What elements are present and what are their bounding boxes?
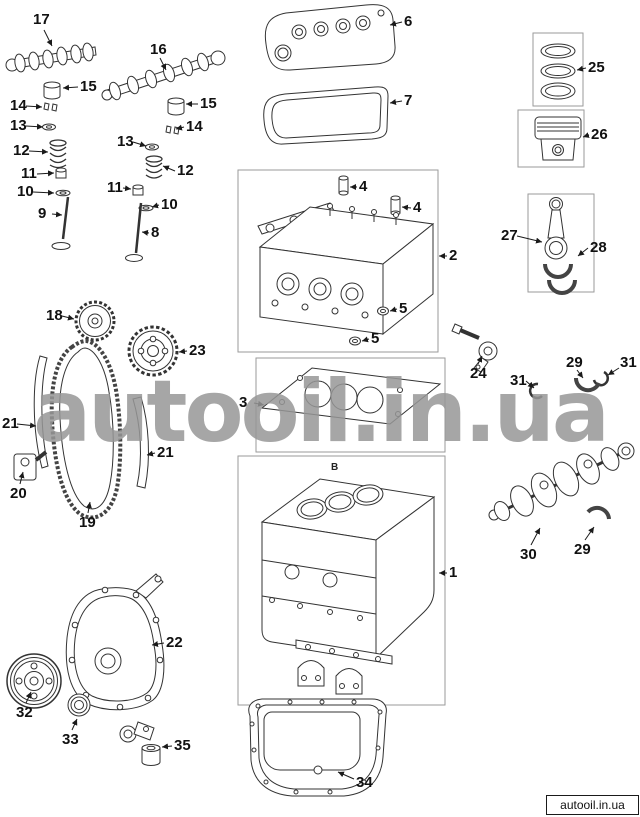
- timing-chain: [49, 338, 123, 520]
- callout-29-shell-b: 29: [574, 541, 591, 558]
- piston: [534, 116, 582, 161]
- valve-guides: [338, 175, 401, 216]
- callout-35-oil-pump: 35: [174, 737, 191, 754]
- callout-12-spring-a: 12: [13, 142, 30, 159]
- callout-31-key-b: 31: [620, 354, 637, 371]
- valve-keepers: [43, 102, 180, 135]
- callout-33-seal: 33: [62, 731, 79, 748]
- callout-26-piston: 26: [591, 126, 608, 143]
- callout-14-keeper-a: 14: [10, 97, 27, 114]
- callout-11-seal-b: 11: [107, 179, 123, 196]
- valve-stem-seals: [55, 167, 144, 196]
- callout-15-lifter-b: 15: [200, 95, 217, 112]
- callout-15-lifter-a: 15: [80, 78, 97, 95]
- chain-guides: [33, 355, 149, 489]
- callout-16-camshaft: 16: [150, 41, 167, 58]
- valve-springs: [49, 139, 163, 179]
- callout-6-valve-cover: 6: [404, 13, 413, 30]
- callout-25-ring-set: 25: [588, 59, 605, 76]
- crankshaft: [488, 442, 635, 521]
- callout-19-chain: 19: [79, 514, 96, 531]
- callout-10-seat-a: 10: [17, 183, 34, 200]
- front-crank-seal: [67, 693, 91, 717]
- callout-10-seat-b: 10: [161, 196, 178, 213]
- callout-18-sprocket: 18: [46, 307, 63, 324]
- valve-cover: [264, 4, 396, 71]
- callout-4-guide-b: 4: [413, 199, 422, 216]
- callout-4-guide-a: 4: [359, 178, 368, 195]
- woodruff-keys: [528, 370, 609, 400]
- callout-31-key-a: 31: [510, 372, 527, 389]
- cylinder-block: [260, 478, 436, 695]
- crank-position-sensor: [451, 323, 498, 373]
- callout-34-oil-pan: 34: [356, 774, 373, 791]
- callout-5-dowel-b: 5: [371, 330, 380, 347]
- oil-pump-assembly: [119, 721, 161, 766]
- callout-23-vvt: 23: [189, 342, 206, 359]
- callout-3-head-gasket: 3: [239, 394, 248, 411]
- callout-7-cover-gasket: 7: [404, 92, 413, 109]
- head-gasket: [260, 367, 442, 425]
- crankshaft-pulley: [6, 653, 62, 709]
- callout-21-guide-a: 21: [2, 415, 19, 432]
- main-bearing-shells: [573, 377, 611, 520]
- callout-14-keeper-b: 14: [186, 118, 203, 135]
- callout-17-camshaft: 17: [33, 11, 50, 28]
- intake-valve: [51, 196, 71, 250]
- exhaust-valve: [125, 202, 143, 262]
- vvt-actuator-sprocket: [127, 325, 179, 377]
- site-label: autooil.in.ua: [546, 795, 639, 815]
- site-label-text: autooil.in.ua: [560, 798, 625, 812]
- spring-retainers: [42, 123, 159, 151]
- callout-12-spring-b: 12: [177, 162, 194, 179]
- callout-20-tensioner: 20: [10, 485, 27, 502]
- oil-pan: [248, 698, 387, 797]
- camshaft-intake: [5, 42, 97, 73]
- callout-24-sensor: 24: [470, 365, 487, 382]
- callout-11-seal-a: 11: [21, 165, 37, 182]
- callout-13-retainer-b: 13: [117, 133, 134, 150]
- callout-13-retainer-a: 13: [10, 117, 27, 134]
- callout-28-rod-bearings: 28: [590, 239, 607, 256]
- callout-22-timing-cover: 22: [166, 634, 183, 651]
- camshaft-exhaust: [101, 50, 226, 101]
- valve-cover-gasket: [263, 86, 389, 145]
- callout-1-cylinder-block: 1: [449, 564, 458, 581]
- camshaft-sprocket: [74, 300, 116, 342]
- callout-8-valve: 8: [151, 224, 160, 241]
- callout-32-pulley: 32: [16, 704, 33, 721]
- callout-9-valve: 9: [38, 205, 47, 222]
- callout-21-guide-b: 21: [157, 444, 174, 461]
- callout-29-shell-a: 29: [566, 354, 583, 371]
- callout-30-crankshaft: 30: [520, 546, 537, 563]
- valve-lifters: [43, 81, 185, 116]
- connecting-rod-and-bearings: [543, 197, 577, 295]
- callout-leader-lines: [16, 20, 620, 780]
- callout-5-dowel-a: 5: [399, 300, 408, 317]
- piston-ring-set: [540, 43, 576, 100]
- block-view-marker: B: [331, 462, 339, 473]
- callout-2-cylinder-head: 2: [449, 247, 458, 264]
- callout-27-rod: 27: [501, 227, 518, 244]
- head-dowels: [349, 306, 389, 346]
- timing-cover: [65, 573, 165, 711]
